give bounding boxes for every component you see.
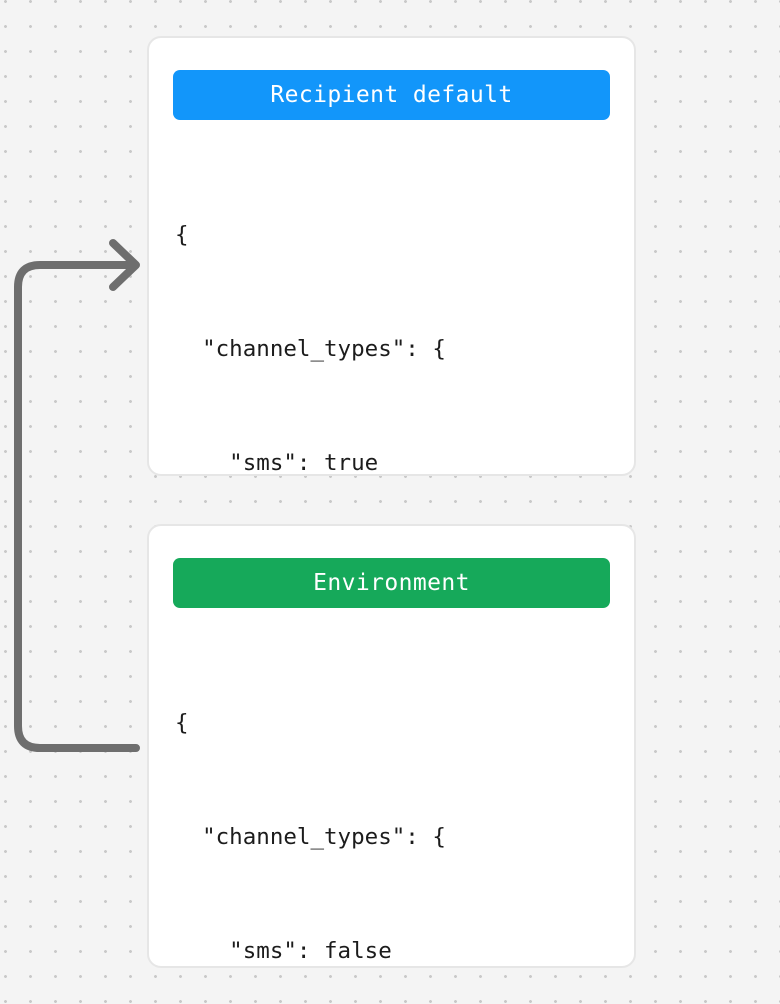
environment-json: { "channel_types": { "sms": false }, "ca… (175, 628, 622, 1004)
code-line: "channel_types": { (175, 824, 446, 850)
code-line: "sms": false (175, 938, 392, 964)
arrow-path (14, 261, 140, 752)
code-line: "sms": true (175, 450, 379, 476)
code-line: { (175, 710, 189, 736)
environment-card[interactable]: Environment { "channel_types": { "sms": … (147, 524, 636, 968)
code-line: "channel_types": { (175, 336, 446, 362)
code-line: { (175, 222, 189, 248)
environment-header: Environment (173, 558, 610, 608)
recipient-default-card[interactable]: Recipient default { "channel_types": { "… (147, 36, 636, 932)
recipient-default-header: Recipient default (173, 70, 610, 120)
arrow-head-icon (109, 239, 140, 291)
